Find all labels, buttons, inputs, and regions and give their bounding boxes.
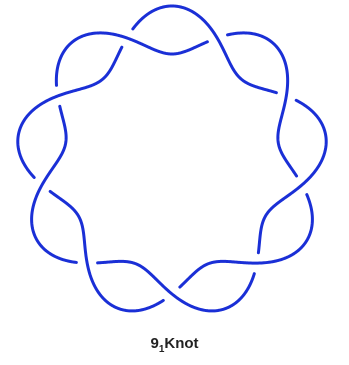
knot-strand-segment: [228, 33, 297, 176]
knot-strand-segment: [133, 6, 172, 29]
knot-diagram: [0, 0, 349, 330]
knot-caption: 91Knot: [0, 334, 349, 354]
caption-number: 9: [150, 335, 158, 352]
knot-strand-segment: [56, 33, 207, 85]
knot-strand-segment: [180, 195, 313, 287]
knot-strand-segment: [258, 100, 326, 252]
knot-strands: [18, 6, 326, 311]
knot-strand-segment: [32, 106, 77, 262]
knot-strand-segment: [50, 191, 163, 310]
caption-word: Knot: [164, 335, 198, 352]
knot-strand-segment: [18, 47, 122, 177]
knot-strand-segment: [98, 261, 255, 311]
